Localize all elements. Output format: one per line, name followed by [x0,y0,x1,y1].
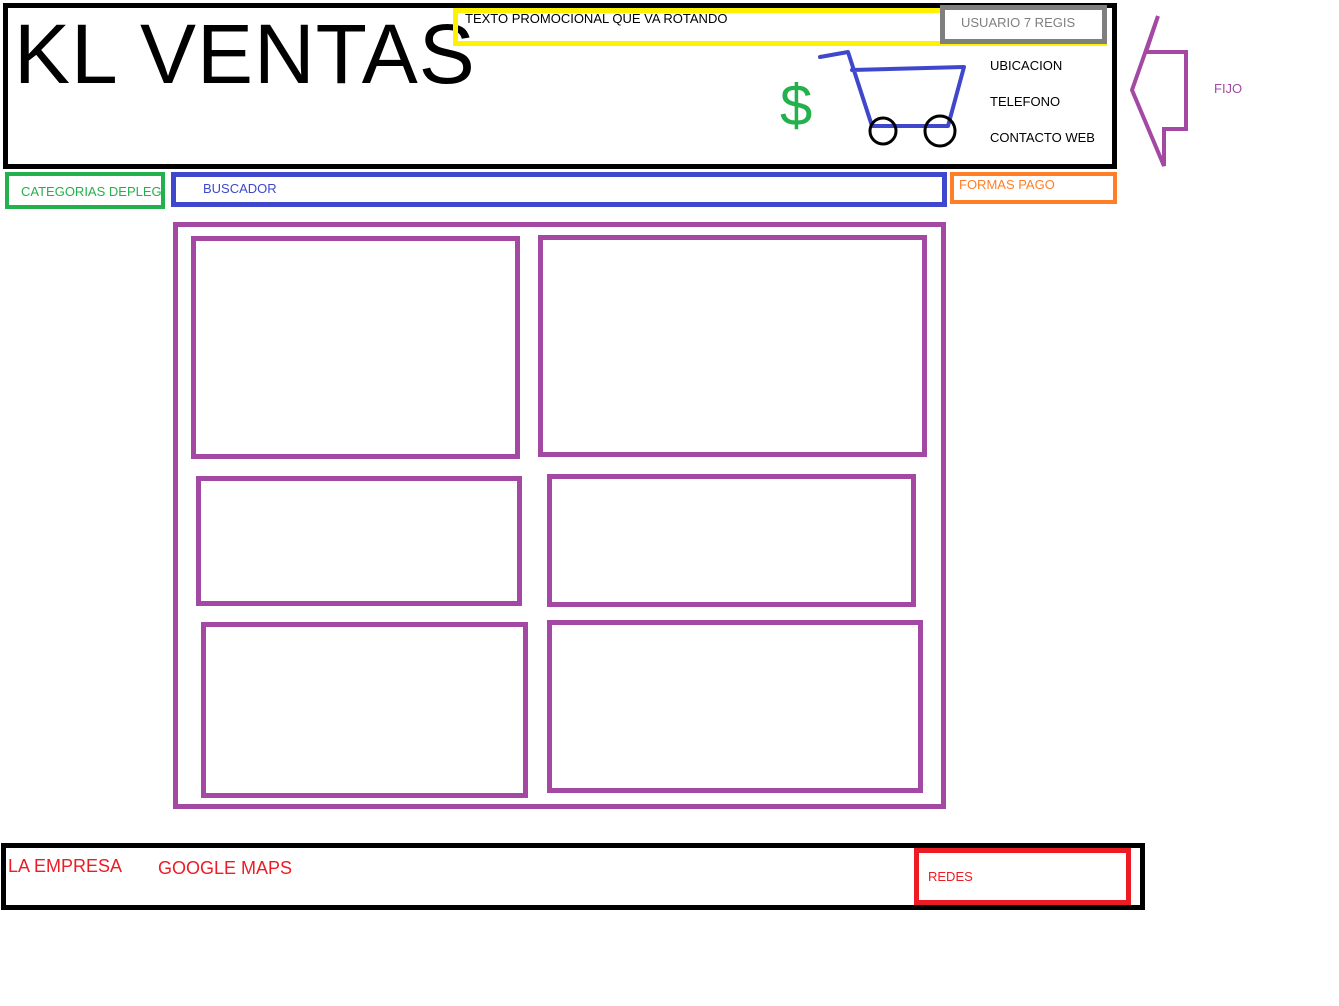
header [3,3,1117,169]
search-input[interactable] [171,172,947,207]
product-card[interactable] [201,622,528,798]
site-logo[interactable]: KL VENTAS [14,7,476,101]
phone-link[interactable]: TELEFONO [990,94,1061,109]
fixed-note: FIJO [1214,81,1243,96]
promo-text: TEXTO PROMOCIONAL QUE VA ROTANDO [465,11,728,26]
product-card[interactable] [538,235,927,457]
content-area [173,222,946,809]
left-arrow-icon [1129,15,1188,167]
footer [1,843,1145,910]
categories-label: CATEGORIAS DEPLEG [21,184,162,199]
search-label: BUSCADOR [203,181,277,196]
social-links-box[interactable] [914,848,1131,905]
company-link[interactable]: LA EMPRESA [8,856,123,876]
user-register-label: USUARIO 7 REGIS [961,15,1076,30]
categories-dropdown[interactable] [5,172,165,209]
location-link[interactable]: UBICACION [990,58,1063,73]
product-card[interactable] [191,236,520,459]
payment-methods-button[interactable] [950,172,1117,204]
google-maps-link[interactable]: GOOGLE MAPS [158,858,293,878]
dollar-icon[interactable]: $ [780,73,813,138]
product-card[interactable] [196,476,522,606]
social-label: REDES [928,869,973,884]
payment-methods-label: FORMAS PAGO [959,177,1055,192]
product-card[interactable] [547,474,916,607]
web-contact-link[interactable]: CONTACTO WEB [990,130,1095,145]
shopping-cart-icon[interactable] [810,40,980,150]
user-register-button[interactable] [940,5,1107,44]
product-card[interactable] [547,620,923,793]
